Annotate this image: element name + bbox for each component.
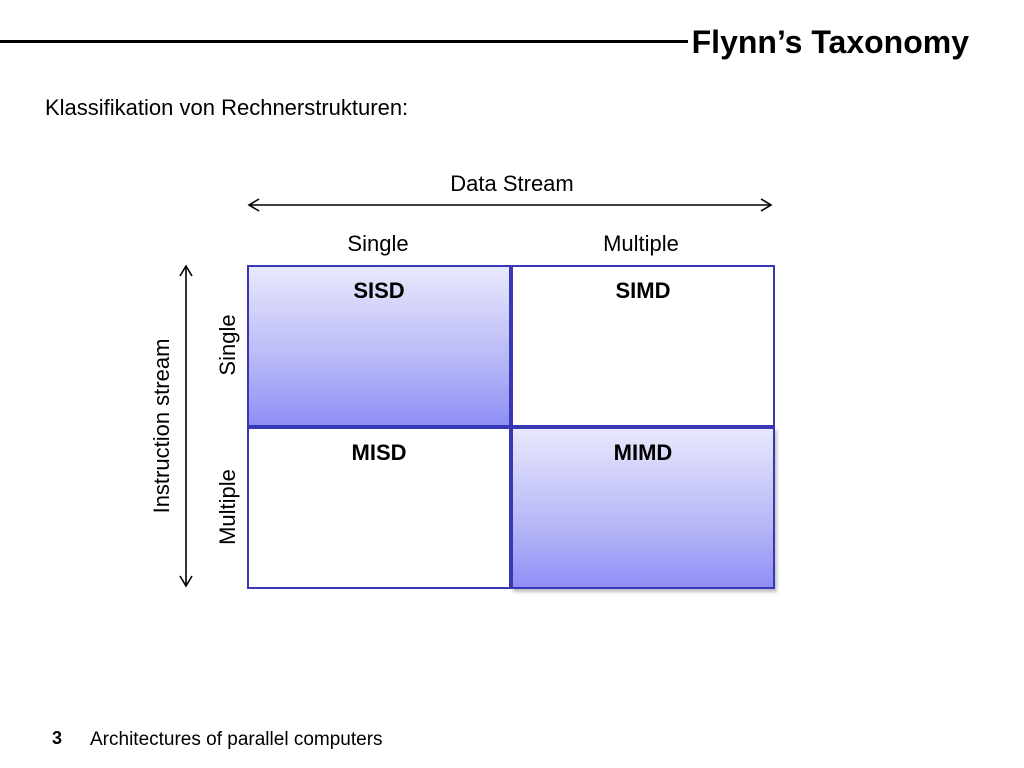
column-label-single: Single — [347, 231, 409, 256]
slide-title: Flynn’s Taxonomy — [691, 24, 969, 60]
instruction-stream-label: Instruction stream — [149, 338, 174, 514]
cell-sisd: SISD — [247, 265, 511, 427]
cell-simd-label: SIMD — [615, 278, 671, 303]
row-label-single: Single — [215, 314, 240, 376]
title-rule — [0, 40, 688, 43]
page-number: 3 — [52, 728, 63, 748]
cell-sisd-label: SISD — [353, 278, 405, 303]
row-label-multiple: Multiple — [215, 469, 240, 545]
slide-subtitle: Klassifikation von Rechnerstrukturen: — [45, 95, 409, 120]
cell-mimd: MIMD — [511, 427, 775, 589]
footer-text: Architectures of parallel computers — [90, 729, 383, 750]
column-label-multiple: Multiple — [603, 231, 679, 256]
data-stream-label: Data Stream — [450, 171, 574, 196]
cell-mimd-label: MIMD — [613, 440, 673, 465]
cell-misd: MISD — [247, 427, 511, 589]
cell-misd-label: MISD — [351, 440, 407, 465]
cell-simd: SIMD — [511, 265, 775, 427]
